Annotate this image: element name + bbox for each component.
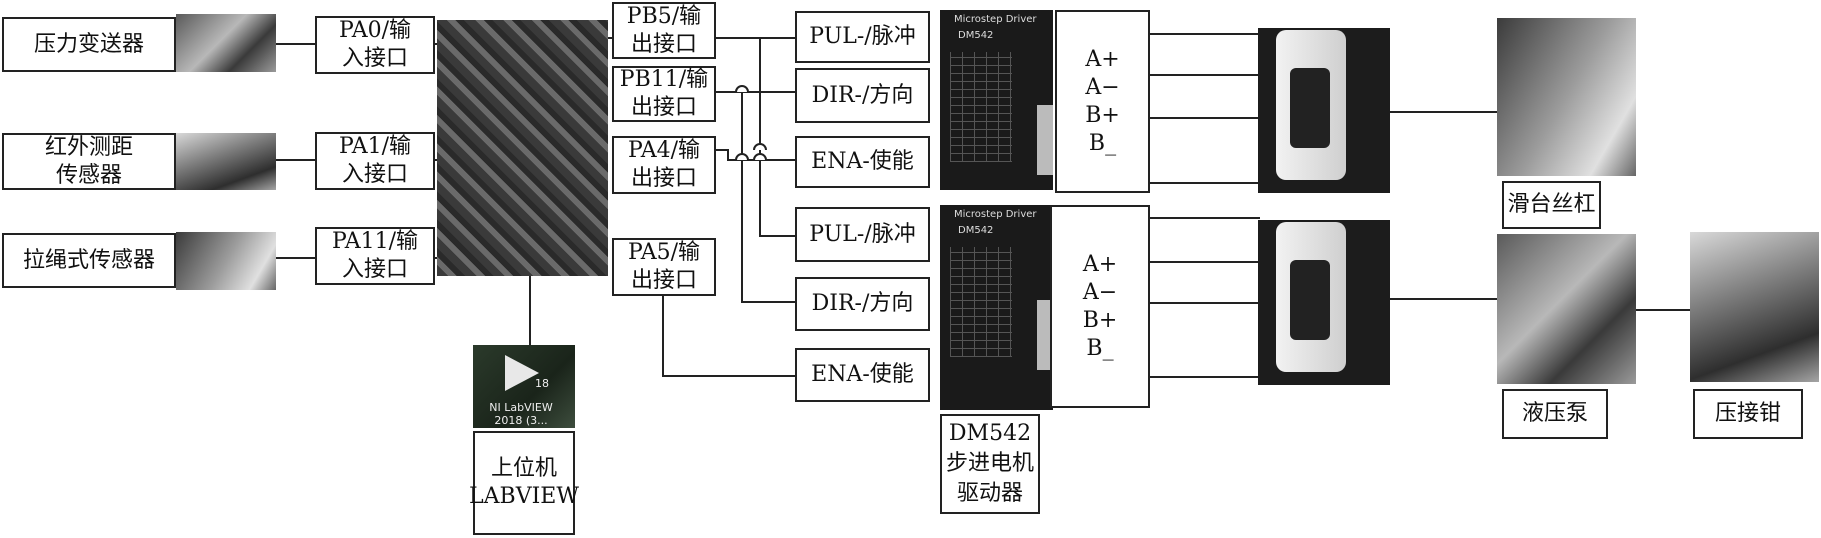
- stepper-motor-2: [1258, 220, 1390, 385]
- infrared-sensor-photo: [176, 133, 276, 190]
- driver-header-text: Microstep Driver: [954, 209, 1037, 220]
- signal-ena-1: ENA-使能: [795, 136, 930, 188]
- driver-dip-table: [950, 247, 1012, 357]
- input-port-pa11: PA11/输 入接口: [315, 227, 435, 285]
- sensor-infrared-ranging: 红外测距 传感器: [2, 133, 176, 190]
- equipment-hydraulic-pump: 液压泵: [1502, 389, 1608, 439]
- motor-label-plate: [1290, 68, 1330, 148]
- equipment-crimping-tool: 压接钳: [1693, 389, 1803, 439]
- driver-label: DM542 步进电机 驱动器: [940, 414, 1040, 514]
- labview-icon: 18 NI LabVIEW 2018 (3...: [473, 345, 575, 428]
- control-board-photo: [437, 20, 608, 276]
- driver-terminal: [1037, 300, 1053, 370]
- driver-model-text: DM542: [958, 30, 994, 41]
- host-computer: 上位机 LABVIEW: [469, 431, 579, 535]
- draw-wire-sensor-photo: [176, 232, 276, 290]
- input-port-pa1: PA1/输 入接口: [315, 132, 435, 190]
- stepper-driver-photo-1: Microstep Driver DM542: [940, 10, 1053, 190]
- signal-pul-1: PUL-/脉冲: [795, 11, 930, 63]
- stepper-driver-photo-2: Microstep Driver DM542: [940, 205, 1053, 410]
- labview-logo-icon: [505, 355, 539, 391]
- motor-label-plate: [1290, 260, 1330, 340]
- signal-pul-2: PUL-/脉冲: [795, 207, 930, 262]
- hydraulic-pump-photo: [1497, 234, 1636, 384]
- stepper-motor-1: [1258, 28, 1390, 193]
- driver-dip-table: [950, 52, 1012, 162]
- driver-model-text: DM542: [958, 225, 994, 236]
- labview-version-badge: 18: [535, 377, 549, 390]
- output-port-pa4: PA4/输 出接口: [612, 136, 716, 194]
- crimping-tool-photo: [1690, 232, 1819, 382]
- slide-screw-photo: [1497, 18, 1636, 176]
- sensor-draw-wire: 拉绳式传感器: [2, 233, 176, 288]
- labview-icon-caption: NI LabVIEW 2018 (3...: [489, 401, 553, 427]
- output-port-pb5: PB5/输 出接口: [612, 2, 716, 59]
- input-port-pa0: PA0/输 入接口: [315, 16, 435, 74]
- signal-dir-2: DIR-/方向: [795, 277, 930, 331]
- driver-header-text: Microstep Driver: [954, 14, 1037, 25]
- signal-dir-1: DIR-/方向: [795, 68, 930, 123]
- signal-ena-2: ENA-使能: [795, 348, 930, 402]
- output-port-pa5: PA5/输 出接口: [612, 238, 716, 296]
- phase-terminals-1: A+ A− B+ B_: [1055, 10, 1150, 193]
- equipment-slide-screw: 滑台丝杠: [1502, 181, 1601, 229]
- pressure-transmitter-photo: [176, 14, 276, 72]
- driver-terminal: [1037, 105, 1053, 175]
- output-port-pb11: PB11/输 出接口: [612, 66, 716, 122]
- sensor-pressure-transmitter: 压力变送器: [2, 17, 176, 72]
- phase-terminals-2: A+ A− B+ B_: [1050, 205, 1150, 408]
